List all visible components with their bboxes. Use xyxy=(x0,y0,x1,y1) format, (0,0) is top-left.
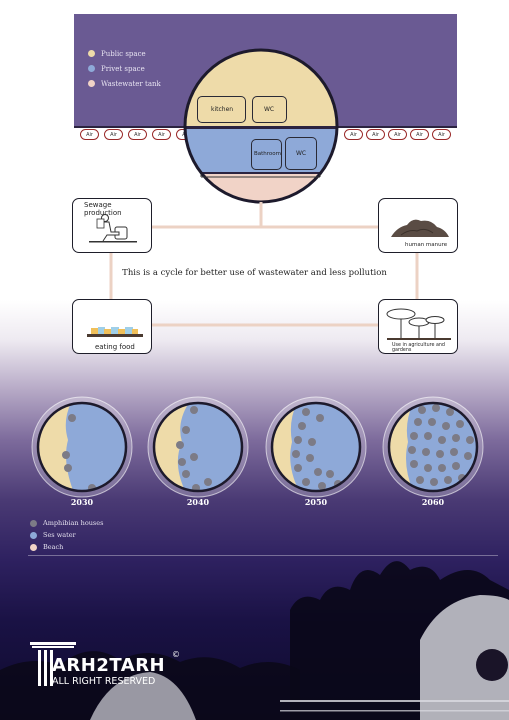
air-pill: Air xyxy=(388,129,407,140)
legend-item-sea: Ses water xyxy=(30,529,103,541)
year-label: 2050 xyxy=(304,497,328,507)
air-pill: Air xyxy=(176,129,195,140)
kitchen-room: kitchen xyxy=(197,96,246,123)
room-label: kitchen xyxy=(211,106,234,113)
bathroom-room: Bathroom xyxy=(251,139,282,170)
frame-divider xyxy=(28,555,498,556)
box-label: eating food xyxy=(95,343,135,351)
sea-swatch-icon xyxy=(30,531,37,539)
air-pill: Air xyxy=(128,129,147,140)
room-label: WC xyxy=(296,150,307,157)
year-label: 2040 xyxy=(186,497,210,507)
air-pill: Air xyxy=(80,129,99,140)
room-label: WC xyxy=(264,106,275,113)
year-label: 2060 xyxy=(421,497,445,507)
legend-label: Ses water xyxy=(43,531,76,539)
legend-item-public: Public space xyxy=(88,46,161,61)
legend-label: Beach xyxy=(43,543,64,551)
legend-label: Privet space xyxy=(101,64,145,73)
logo-name: ARH2TARH xyxy=(52,655,166,676)
wc-room-bottom: WC xyxy=(285,137,317,170)
box-label: human manure xyxy=(405,242,448,248)
tank-swatch-icon xyxy=(88,80,95,87)
legend-item-houses: Amphibian houses xyxy=(30,517,103,529)
eating-food-box: eating food xyxy=(72,299,152,354)
air-pill: Air xyxy=(366,129,385,140)
sewage-production-box: Sewage production xyxy=(72,198,152,253)
public-swatch-icon xyxy=(88,50,95,57)
year-label: 2030 xyxy=(70,497,94,507)
beach-swatch-icon xyxy=(30,543,37,551)
agriculture-box: Use in agriculture and gardens xyxy=(378,299,458,354)
box-label: Use in agriculture and gardens xyxy=(392,343,445,353)
legend-item-private: Privet space xyxy=(88,61,161,76)
wc-room-top: WC xyxy=(252,96,287,123)
legend-label: Wastewater tank xyxy=(101,79,161,88)
air-pill: Air xyxy=(432,129,451,140)
legend-item-beach: Beach xyxy=(30,541,103,553)
air-pill: Air xyxy=(410,129,429,140)
cycle-caption: This is a cycle for better use of wastew… xyxy=(122,268,387,278)
wastewater-tank-area xyxy=(185,173,337,202)
legend-item-tank: Wastewater tank xyxy=(88,76,161,91)
box-label: Sewage production xyxy=(84,201,122,217)
air-pill: Air xyxy=(344,129,363,140)
room-label: Bathroom xyxy=(254,151,282,157)
houses-swatch-icon xyxy=(30,519,37,527)
legend-top: Public space Privet space Wastewater tan… xyxy=(88,46,161,91)
legend-label: Public space xyxy=(101,49,146,58)
pipe-line xyxy=(74,126,457,128)
human-manure-box: human manure xyxy=(378,198,458,253)
private-swatch-icon xyxy=(88,65,95,72)
legend-label: Amphibian houses xyxy=(43,519,104,527)
air-pill: Air xyxy=(104,129,123,140)
air-pill: Air xyxy=(152,129,171,140)
logo-subtitle: ALL RIGHT RESERVED xyxy=(52,676,156,687)
legend-bottom: Amphibian houses Ses water Beach xyxy=(30,517,103,553)
copyright-icon: © xyxy=(172,650,180,659)
